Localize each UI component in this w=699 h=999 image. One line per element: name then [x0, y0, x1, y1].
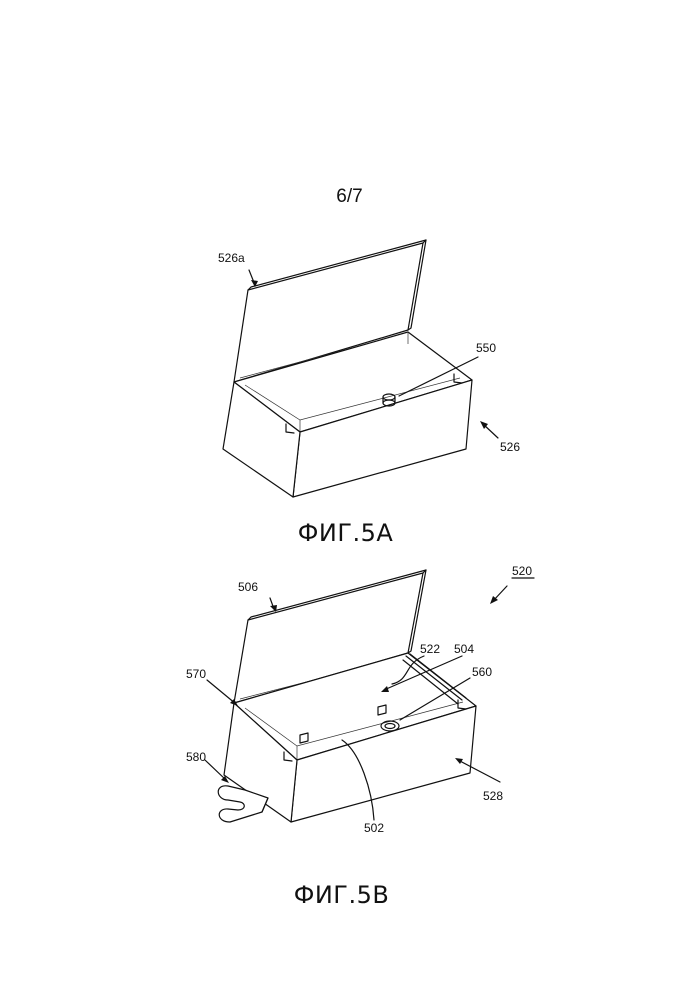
- label-526: 526: [500, 440, 520, 454]
- label-502: 502: [364, 821, 384, 835]
- label-550: 550: [476, 341, 496, 355]
- figure-5b-drawing: 520 506 570 580 522 504 560 528 502: [186, 564, 534, 835]
- figure-5a-caption: ФИГ.5А: [0, 519, 695, 547]
- label-522: 522: [420, 642, 440, 656]
- label-570: 570: [186, 667, 206, 681]
- figure-5b-caption: ФИГ.5В: [0, 881, 691, 909]
- label-504: 504: [454, 642, 474, 656]
- label-560: 560: [472, 665, 492, 679]
- label-526a: 526a: [218, 251, 245, 265]
- label-580: 580: [186, 750, 206, 764]
- figure-5a-drawing: 526a 550 526: [218, 240, 520, 497]
- label-528: 528: [483, 789, 503, 803]
- label-520: 520: [512, 564, 532, 578]
- label-506: 506: [238, 580, 258, 594]
